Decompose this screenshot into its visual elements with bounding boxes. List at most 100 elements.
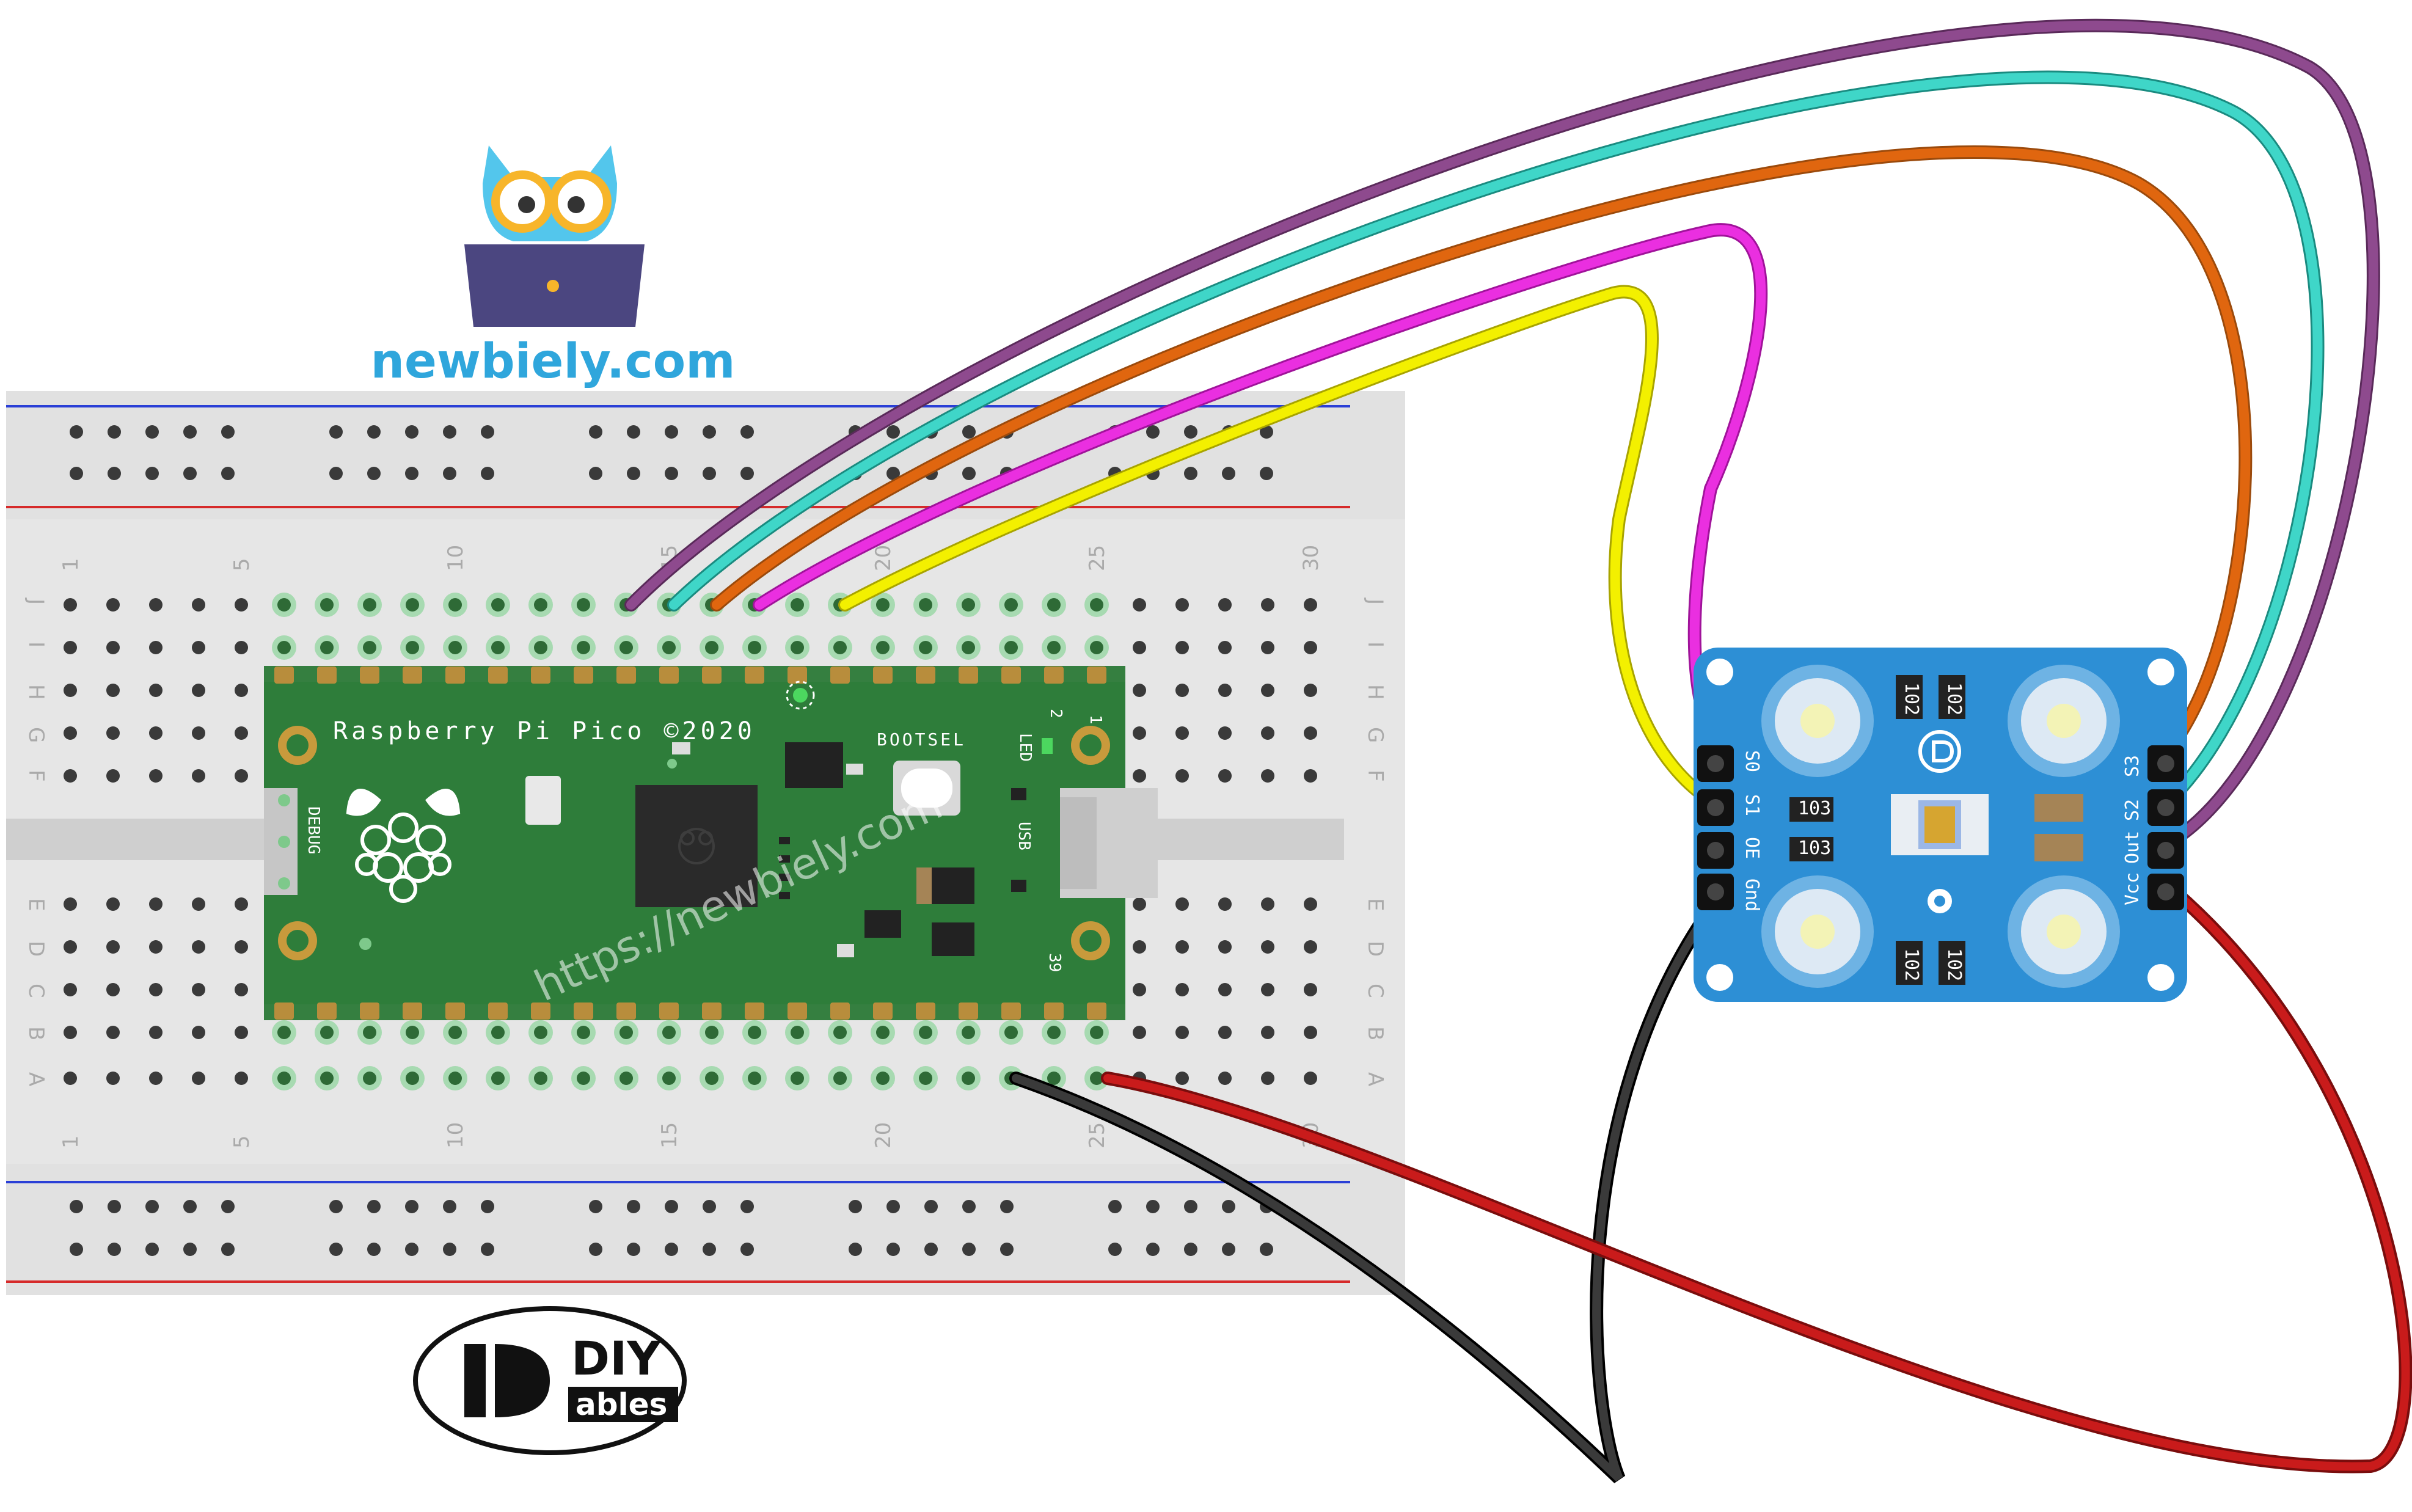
led-top-left-icon [1761,665,1874,777]
terminal-hole [1304,983,1317,996]
rail-hole [1000,1243,1014,1256]
row-label: G [24,727,48,743]
column-label-top: 5 [230,558,254,571]
terminal-hole [106,1026,120,1039]
rail-hole [589,425,602,439]
rail-hole [740,425,754,439]
rail-hole [367,1200,381,1213]
terminal-hole [1047,641,1061,654]
rail-hole [183,1243,197,1256]
bootsel-led-ring [786,681,815,710]
rail-hole [145,1200,159,1213]
terminal-hole [192,726,205,740]
rail-hole [849,1243,862,1256]
terminal-hole [1133,641,1146,654]
terminal-hole [64,769,77,783]
terminal-hole [235,940,248,954]
pin-pad [959,667,978,684]
terminal-hole [1133,940,1146,954]
raspberry-logo-icon [346,789,461,903]
pin-pad [788,1003,807,1020]
rail-hole [1184,1243,1197,1256]
terminal-hole [1218,1072,1232,1085]
pin-label-left: S1 [1741,794,1763,816]
rail-hole [221,1200,235,1213]
resistor-label: 103 [1798,798,1831,819]
pin-pad [1001,667,1021,684]
led-top-right-icon [2008,665,2120,777]
bootsel-label: BOOTSEL [877,729,966,750]
rail-hole [70,1243,83,1256]
rail-hole [1146,1243,1160,1256]
column-label-bottom: 10 [444,1122,468,1149]
terminal-hole [106,684,120,697]
terminal-hole [320,641,334,654]
terminal-hole [406,1072,419,1085]
terminal-hole [363,598,376,612]
header-pin-hole [2157,883,2174,900]
terminal-hole [149,684,163,697]
pin-pad [274,1003,294,1020]
column-label-bottom: 5 [230,1135,254,1149]
rail-hole [1260,467,1273,480]
terminal-hole [1304,1026,1317,1039]
terminal-hole [534,1072,547,1085]
column-label-top: 10 [444,545,468,571]
rail-hole [589,1243,602,1256]
terminal-hole [106,641,120,654]
terminal-hole [534,641,547,654]
header-pin-hole [2157,799,2174,816]
column-label-bottom: 20 [871,1122,896,1149]
pin-pad [873,1003,893,1020]
column-label-bottom: 15 [657,1122,682,1149]
resistor-label: 103 [1798,838,1831,859]
rail-hole [924,1243,938,1256]
resistor-label: 102 [1901,948,1922,981]
rail-hole [1222,1200,1235,1213]
pin-pad [531,1003,550,1020]
terminal-hole [106,983,120,996]
terminal-hole [619,641,633,654]
pin-pad [830,667,850,684]
terminal-hole [1218,598,1232,612]
terminal-hole [64,641,77,654]
rail-hole [443,467,456,480]
rail-hole [481,467,494,480]
pin-pad [745,1003,764,1020]
terminal-hole [149,940,163,954]
pin-pad [445,667,465,684]
row-label: J [24,597,48,605]
terminal-hole [705,1026,718,1039]
column-label-bottom: 1 [59,1135,83,1149]
terminal-hole [149,769,163,783]
rail-hole [1108,1243,1122,1256]
terminal-hole [619,1072,633,1085]
terminal-hole [833,1026,847,1039]
pin-label-left: OE [1741,837,1763,859]
terminal-hole [1304,940,1317,954]
pin-pad [574,667,593,684]
rail-hole [962,1200,976,1213]
pin-pad [659,1003,679,1020]
terminal-hole [1304,897,1317,911]
pin-label-left: Gnd [1741,878,1763,911]
rail-hole [145,425,159,439]
terminal-hole [106,769,120,783]
terminal-hole [1133,726,1146,740]
terminal-hole [1090,641,1103,654]
terminal-hole [1218,1026,1232,1039]
rail-hole [70,467,83,480]
site-name: newbiely.com [370,334,735,389]
row-label: A [24,1072,48,1086]
terminal-hole [491,1026,505,1039]
rail-hole [703,1243,716,1256]
terminal-hole [662,1026,676,1039]
pin-39-label: 39 [1045,953,1064,972]
terminal-hole [192,769,205,783]
gear-icon [1928,889,1952,913]
rail-hole [849,1200,862,1213]
terminal-hole [406,598,419,612]
terminal-hole [1133,1026,1146,1039]
